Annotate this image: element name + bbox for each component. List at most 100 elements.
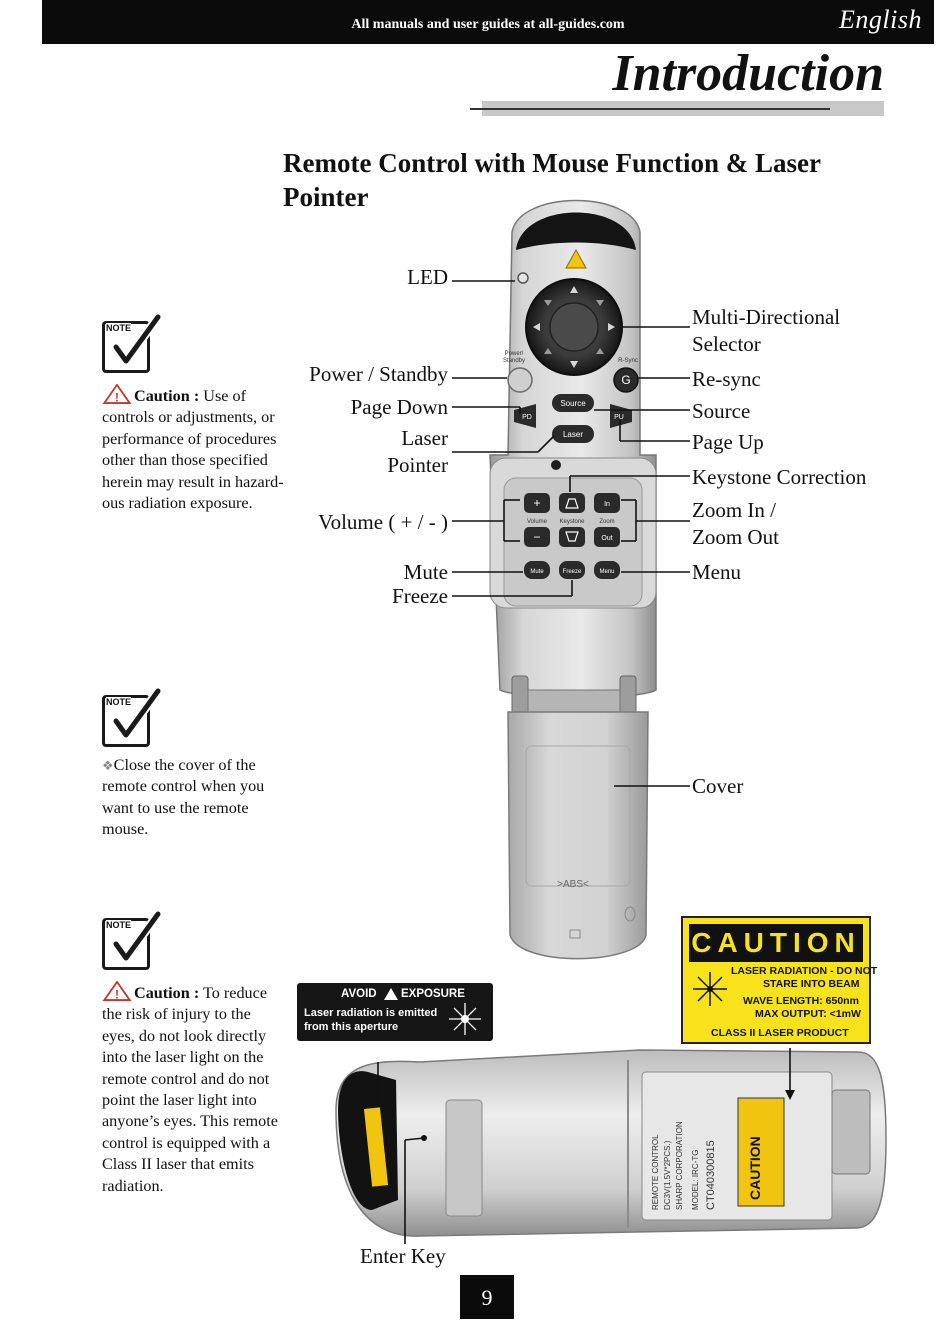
callout-freeze: Freeze [392, 584, 448, 608]
remote-body [489, 199, 657, 699]
callout-source: Source [692, 399, 751, 423]
laser-burst-icon [693, 972, 727, 1006]
callout-led: LED [407, 265, 448, 289]
callout-pointer: Pointer [387, 453, 448, 477]
mute-button-label: Mute [530, 569, 544, 575]
svg-text:!: ! [115, 987, 119, 1001]
product-label-text: REMOTE CONTROL DC3V(1.5V*2PCS.) SHARP CO… [651, 1121, 763, 1210]
avoid-text: Laser radiation is emitted from this ape… [304, 1007, 438, 1033]
callout-menu: Menu [692, 560, 741, 584]
source-button[interactable] [552, 394, 594, 412]
callout-volume: Volume ( + / - ) [318, 510, 448, 534]
callout-power-standby: Power / Standby [309, 362, 448, 386]
cover[interactable]: >ABS< [507, 711, 649, 960]
zoom-out-button[interactable] [594, 527, 620, 547]
callout-keystone: Keystone Correction [692, 465, 867, 489]
note-icon: NOTE [102, 910, 164, 972]
zoom-in-button[interactable] [594, 493, 620, 513]
note-icon-label: NOTE [106, 697, 132, 707]
laser-button[interactable] [552, 425, 594, 443]
callout-enter-key: Enter Key [360, 1244, 446, 1268]
note-icon: NOTE [102, 687, 164, 749]
callout-multi-directional: Multi-Directional [692, 305, 841, 329]
checkmark-icon [111, 313, 163, 366]
aperture-warning-sticker [363, 1107, 389, 1187]
note-icon-label: NOTE [106, 920, 132, 930]
language-label: English [839, 5, 922, 34]
callout-laser: Laser [401, 426, 448, 450]
source-button-label: Source [560, 399, 586, 408]
keystone-down-button[interactable] [559, 527, 585, 547]
svg-text:DC3V(1.5V*2PCS.): DC3V(1.5V*2PCS.) [663, 1140, 672, 1210]
site-banner: All manuals and user guides at all-guide… [351, 17, 625, 32]
checkmark-icon [111, 910, 163, 963]
callout-page-down: Page Down [350, 395, 448, 419]
keystone-down-icon [565, 531, 579, 542]
cover-mark: >ABS< [557, 879, 589, 890]
laser-caution-sticker [737, 1097, 785, 1207]
page-up-button-label: PU [614, 414, 624, 421]
multi-directional-selector[interactable] [525, 278, 623, 376]
volume-down-button[interactable] [524, 527, 550, 547]
caution-line-3: WAVE LENGTH: 650nm [743, 995, 859, 1007]
callout-lines [377, 280, 791, 1244]
callout-resync: Re-sync [692, 367, 761, 391]
caution-text: Use of controls or adjustments, or perfo… [102, 387, 284, 513]
keystone-up-button[interactable] [559, 493, 585, 513]
avoid-exposure-label: AVOID EXPOSURE Laser radiation is emitte… [297, 983, 493, 1041]
bullet-icon: ❖ [102, 758, 114, 773]
svg-text:REMOTE CONTROL: REMOTE CONTROL [651, 1134, 660, 1210]
freeze-button[interactable] [559, 561, 585, 579]
avoid-word: AVOID [341, 988, 377, 1000]
resync-button-label: R-Sync [618, 358, 638, 364]
caution-note-1: ! Caution : Use of controls or adjustmen… [102, 384, 284, 514]
receiver-dot [551, 460, 561, 470]
laser-burst-icon [449, 1003, 481, 1035]
mouse-note: ❖Close the cover of the remote control w… [102, 755, 284, 841]
warning-icon: ! [102, 384, 132, 404]
freeze-button-label: Freeze [563, 569, 582, 575]
caution-line-5: CLASS II LASER PRODUCT [711, 1027, 849, 1039]
callout-selector: Selector [692, 332, 761, 356]
exposure-word: EXPOSURE [401, 988, 465, 1000]
menu-button-label: Menu [599, 569, 614, 575]
note-icon-label: NOTE [106, 323, 132, 333]
arrow-down-icon [373, 1096, 383, 1106]
callout-zoom-in: Zoom In / [692, 498, 776, 522]
page-title: Introduction [612, 45, 884, 102]
menu-button[interactable] [594, 561, 620, 579]
title-rule [470, 108, 830, 110]
callout-mute: Mute [403, 560, 448, 584]
callout-cover: Cover [692, 774, 744, 798]
zoom-in-label: In [604, 501, 610, 508]
svg-text:!: ! [115, 390, 119, 404]
caution-label-title: CAUTION [689, 924, 863, 962]
section-heading: Remote Control with Mouse Function & Las… [283, 148, 821, 212]
volume-caption: Volume [527, 519, 548, 525]
keystone-caption: Keystone [559, 519, 585, 525]
caution-prefix: Caution : [134, 387, 200, 405]
mute-button[interactable] [524, 561, 550, 579]
caution-line-1: LASER RADIATION - DO NOT [731, 965, 878, 977]
resync-button-icon: G [621, 373, 630, 387]
checkmark-icon [111, 687, 163, 740]
volume-up-button[interactable] [524, 493, 550, 513]
volume-down-label: − [533, 530, 540, 544]
svg-text:MODEL: IRC-TG: MODEL: IRC-TG [691, 1150, 700, 1210]
caution-note-2: ! Caution : To reduce the risk of injury… [102, 981, 284, 1197]
resync-button[interactable] [613, 367, 639, 393]
svg-text:CAUTION: CAUTION [747, 1136, 763, 1200]
caution-prefix: Caution : [134, 984, 200, 1002]
remote-back-view: REMOTE CONTROL DC3V(1.5V*2PCS.) SHARP CO… [335, 1049, 887, 1237]
power-button[interactable] [507, 367, 533, 393]
caution-label: CAUTION LASER RADIATION - DO NOT STARE I… [681, 916, 877, 1044]
zoom-out-label: Out [601, 535, 612, 542]
caution-line-4: MAX OUTPUT: <1mW [755, 1008, 861, 1020]
warning-triangle-icon [384, 988, 398, 1000]
power-button-label: Power/Standby [503, 351, 525, 364]
header-bar: All manuals and user guides at all-guide… [42, 0, 934, 44]
caution-line-2: STARE INTO BEAM [763, 978, 860, 990]
arrow-down-icon [785, 1090, 795, 1100]
zoom-caption: Zoom [599, 519, 614, 525]
laser-button-label: Laser [563, 430, 583, 439]
